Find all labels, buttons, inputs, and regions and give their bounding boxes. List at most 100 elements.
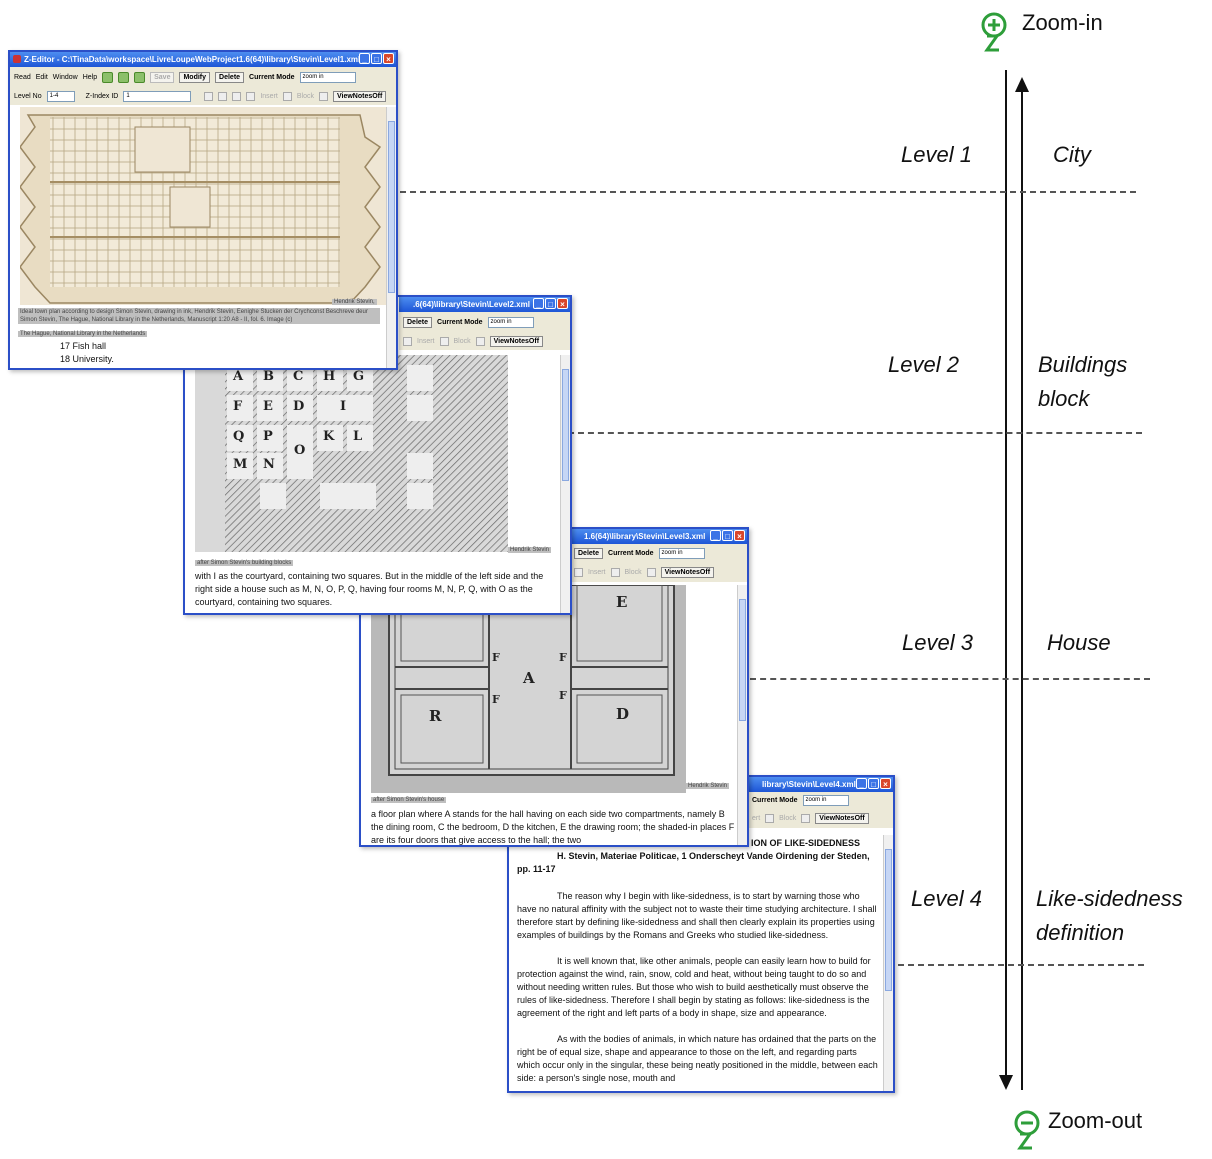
minimize-icon[interactable]: _ (533, 298, 544, 309)
block-letter: M (233, 457, 248, 472)
delete-button[interactable]: Delete (215, 71, 245, 83)
maximize-icon[interactable]: □ (371, 53, 382, 64)
block-letter: C (293, 369, 304, 384)
level3-description: a floor plan where A stands for the hall… (371, 809, 735, 845)
level-divider (568, 432, 1142, 434)
block-letter: O (294, 443, 306, 458)
block-label[interactable]: Block (453, 337, 471, 345)
house-floor-plan-image: C E F F A F F R D (371, 585, 686, 793)
window-title: Z-Editor - C:\TinaData\workspace\LivreLo… (24, 55, 361, 64)
block-letter: Q (233, 429, 245, 444)
block-label[interactable]: Block (779, 814, 797, 822)
modify-button[interactable]: Modify (179, 71, 211, 83)
align-right-icon[interactable] (232, 91, 242, 101)
block-letter: G (353, 369, 365, 384)
maximize-icon[interactable]: □ (722, 530, 733, 541)
block-label[interactable]: Block (296, 92, 314, 100)
level-1-name: City (1053, 142, 1091, 167)
delete-button[interactable]: Delete (403, 316, 433, 328)
close-icon[interactable]: × (383, 53, 394, 64)
minimize-icon[interactable]: _ (856, 778, 867, 789)
window-titlebar[interactable]: library\Stevin\Level4.xml _ □ × (748, 777, 893, 792)
view-notes-button[interactable]: ViewNotesOff (489, 335, 544, 347)
checkbox[interactable] (246, 91, 256, 101)
window-titlebar[interactable]: 1.6(64)\library\Stevin\Level3.xml _ □ × (570, 529, 747, 544)
current-mode-field[interactable]: zoom in (802, 794, 849, 806)
current-mode-field[interactable]: zoom in (299, 71, 356, 83)
view-notes-button[interactable]: ViewNotesOff (660, 566, 715, 578)
zoom-axis-arrows (999, 70, 1029, 1090)
zindex-field[interactable]: 1 (123, 90, 192, 102)
insert-label[interactable]: Insert (588, 568, 606, 576)
checkbox[interactable] (574, 567, 583, 577)
menu-window[interactable]: Window (52, 73, 78, 81)
window-titlebar[interactable]: Z-Editor - C:\TinaData\workspace\LivreLo… (10, 52, 396, 67)
close-icon[interactable]: × (734, 530, 745, 541)
maximize-icon[interactable]: □ (868, 778, 879, 789)
editor-window-level3[interactable]: 1.6(64)\library\Stevin\Level3.xml _ □ × … (359, 527, 749, 847)
menu-read[interactable]: Read (14, 73, 31, 81)
current-mode-label: Current Mode (608, 549, 654, 557)
editor-window-level1[interactable]: Z-Editor - C:\TinaData\workspace\LivreLo… (8, 50, 398, 370)
window-title: library\Stevin\Level4.xml (762, 780, 856, 789)
vertical-scrollbar[interactable] (737, 585, 747, 845)
level-divider (898, 964, 1144, 966)
menu-edit[interactable]: Edit (35, 73, 48, 81)
vertical-scrollbar[interactable] (883, 835, 893, 1091)
minimize-icon[interactable]: _ (710, 530, 721, 541)
insert-label[interactable]: Insert (417, 337, 435, 345)
insert-label[interactable]: ert (752, 814, 761, 822)
zoom-out-icon[interactable] (1012, 1108, 1042, 1154)
insert-checkbox[interactable] (282, 91, 292, 101)
current-mode-field[interactable]: zoom in (487, 316, 534, 328)
app-icon (13, 55, 21, 63)
zoom-out-tool-icon[interactable] (118, 71, 130, 83)
insert-checkbox[interactable] (765, 813, 775, 823)
block-letter: I (340, 399, 347, 414)
image-source: The Hague, National Library in the Nethe… (18, 331, 148, 337)
current-mode-label: Current Mode (752, 796, 798, 804)
view-notes-button[interactable]: ViewNotesOff (815, 812, 869, 824)
plan-letter: F (492, 651, 500, 664)
block-letter: A (233, 369, 244, 384)
zoom-in-icon[interactable] (979, 10, 1009, 56)
insert-checkbox[interactable] (439, 336, 449, 346)
plan-letter: D (616, 705, 630, 723)
align-left-icon[interactable] (204, 91, 214, 101)
level4-paragraph-3: As with the bodies of animals, in which … (517, 1034, 878, 1083)
vertical-scrollbar[interactable] (386, 107, 396, 368)
level-2-label: Level 2 (888, 352, 959, 377)
block-label[interactable]: Block (624, 568, 642, 576)
checkbox[interactable] (403, 336, 412, 346)
level-3-label: Level 3 (902, 630, 973, 655)
refresh-tool-icon[interactable] (134, 71, 146, 83)
insert-checkbox[interactable] (610, 567, 620, 577)
vertical-scrollbar[interactable] (560, 355, 570, 613)
window-titlebar[interactable]: .6(64)\library\Stevin\Level2.xml _ □ × (399, 297, 570, 312)
zoom-in-tool-icon[interactable] (102, 71, 114, 83)
block-letter: B (263, 369, 274, 384)
block-checkbox[interactable] (318, 91, 328, 101)
block-checkbox[interactable] (646, 567, 656, 577)
block-checkbox[interactable] (801, 813, 811, 823)
legend-item-university: 18 University. (60, 354, 114, 364)
plan-letter: F (492, 693, 500, 706)
save-button[interactable]: Save (150, 71, 175, 83)
maximize-icon[interactable]: □ (545, 298, 556, 309)
image-credit: Hendrik Stevin (508, 547, 552, 553)
insert-label[interactable]: Insert (260, 92, 278, 100)
minimize-icon[interactable]: _ (359, 53, 370, 64)
level-divider (400, 191, 1136, 193)
zoom-out-label: Zoom-out (1048, 1108, 1143, 1133)
menu-help[interactable]: Help (82, 73, 98, 81)
close-icon[interactable]: × (880, 778, 891, 789)
view-notes-button[interactable]: ViewNotesOff (332, 90, 387, 102)
current-mode-field[interactable]: zoom in (658, 547, 705, 559)
editor-window-level4[interactable]: library\Stevin\Level4.xml _ □ × Current … (507, 775, 895, 1093)
align-center-icon[interactable] (218, 91, 228, 101)
close-icon[interactable]: × (557, 298, 568, 309)
block-letter: F (233, 399, 243, 414)
block-checkbox[interactable] (475, 336, 485, 346)
delete-button[interactable]: Delete (574, 547, 604, 559)
level-no-field[interactable]: 1-4 (46, 90, 75, 102)
